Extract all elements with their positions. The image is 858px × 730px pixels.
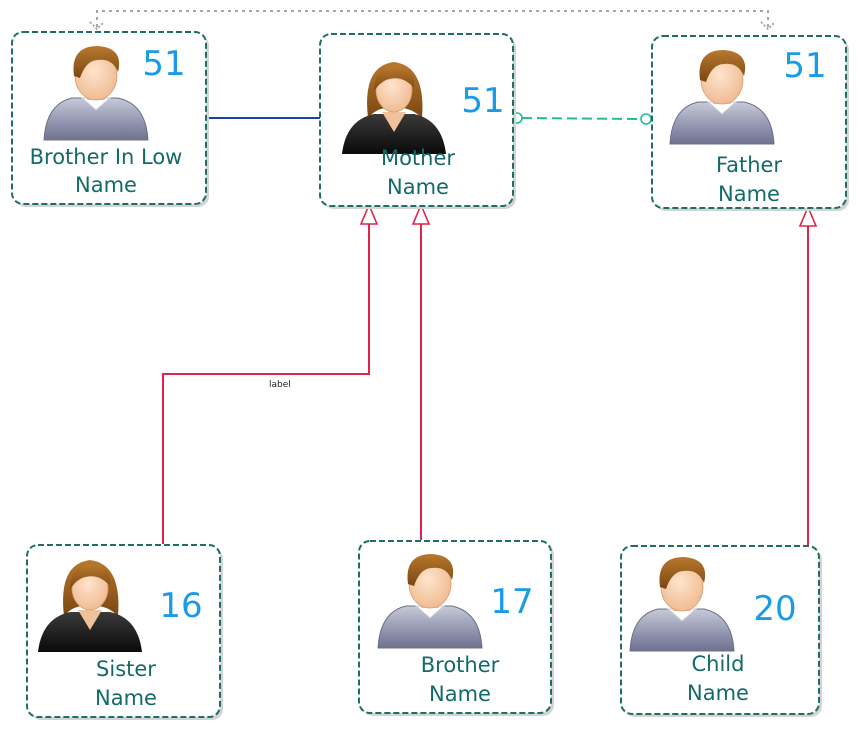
name-line-1: Father — [716, 153, 782, 177]
edge-label: label — [269, 380, 291, 390]
name-line-2: Name — [75, 173, 137, 197]
name-line-2: Name — [718, 182, 780, 206]
edge-brother-in-law-to-father — [89, 10, 776, 31]
age-value: 51 — [142, 44, 185, 84]
age-value: 17 — [490, 582, 533, 622]
name-line-1: Brother — [421, 653, 500, 677]
age-value: 51 — [783, 46, 826, 86]
name-line-2: Name — [95, 686, 157, 710]
edge-sister-to-mother: label — [162, 202, 379, 544]
man-avatar-icon — [43, 46, 149, 141]
name-line-1: Sister — [96, 657, 156, 681]
age-value: 20 — [753, 589, 796, 629]
edge-brother-to-mother — [411, 202, 431, 540]
age-value: 16 — [159, 586, 202, 626]
name-line-2: Name — [687, 681, 749, 705]
woman-avatar-icon — [342, 62, 446, 154]
man-avatar-icon — [669, 50, 775, 145]
edge-mother-to-father — [511, 112, 652, 125]
name-line-2: Name — [429, 682, 491, 706]
name-line-1: Child — [692, 652, 745, 676]
woman-avatar-icon — [38, 560, 142, 652]
man-avatar-icon — [377, 554, 483, 649]
man-avatar-icon — [629, 557, 735, 652]
edge-child-to-father — [798, 204, 818, 545]
name-line-1: Mother — [381, 146, 455, 170]
name-line-1: Brother In Low — [30, 145, 183, 169]
name-line-2: Name — [387, 175, 449, 199]
age-value: 51 — [461, 81, 504, 121]
